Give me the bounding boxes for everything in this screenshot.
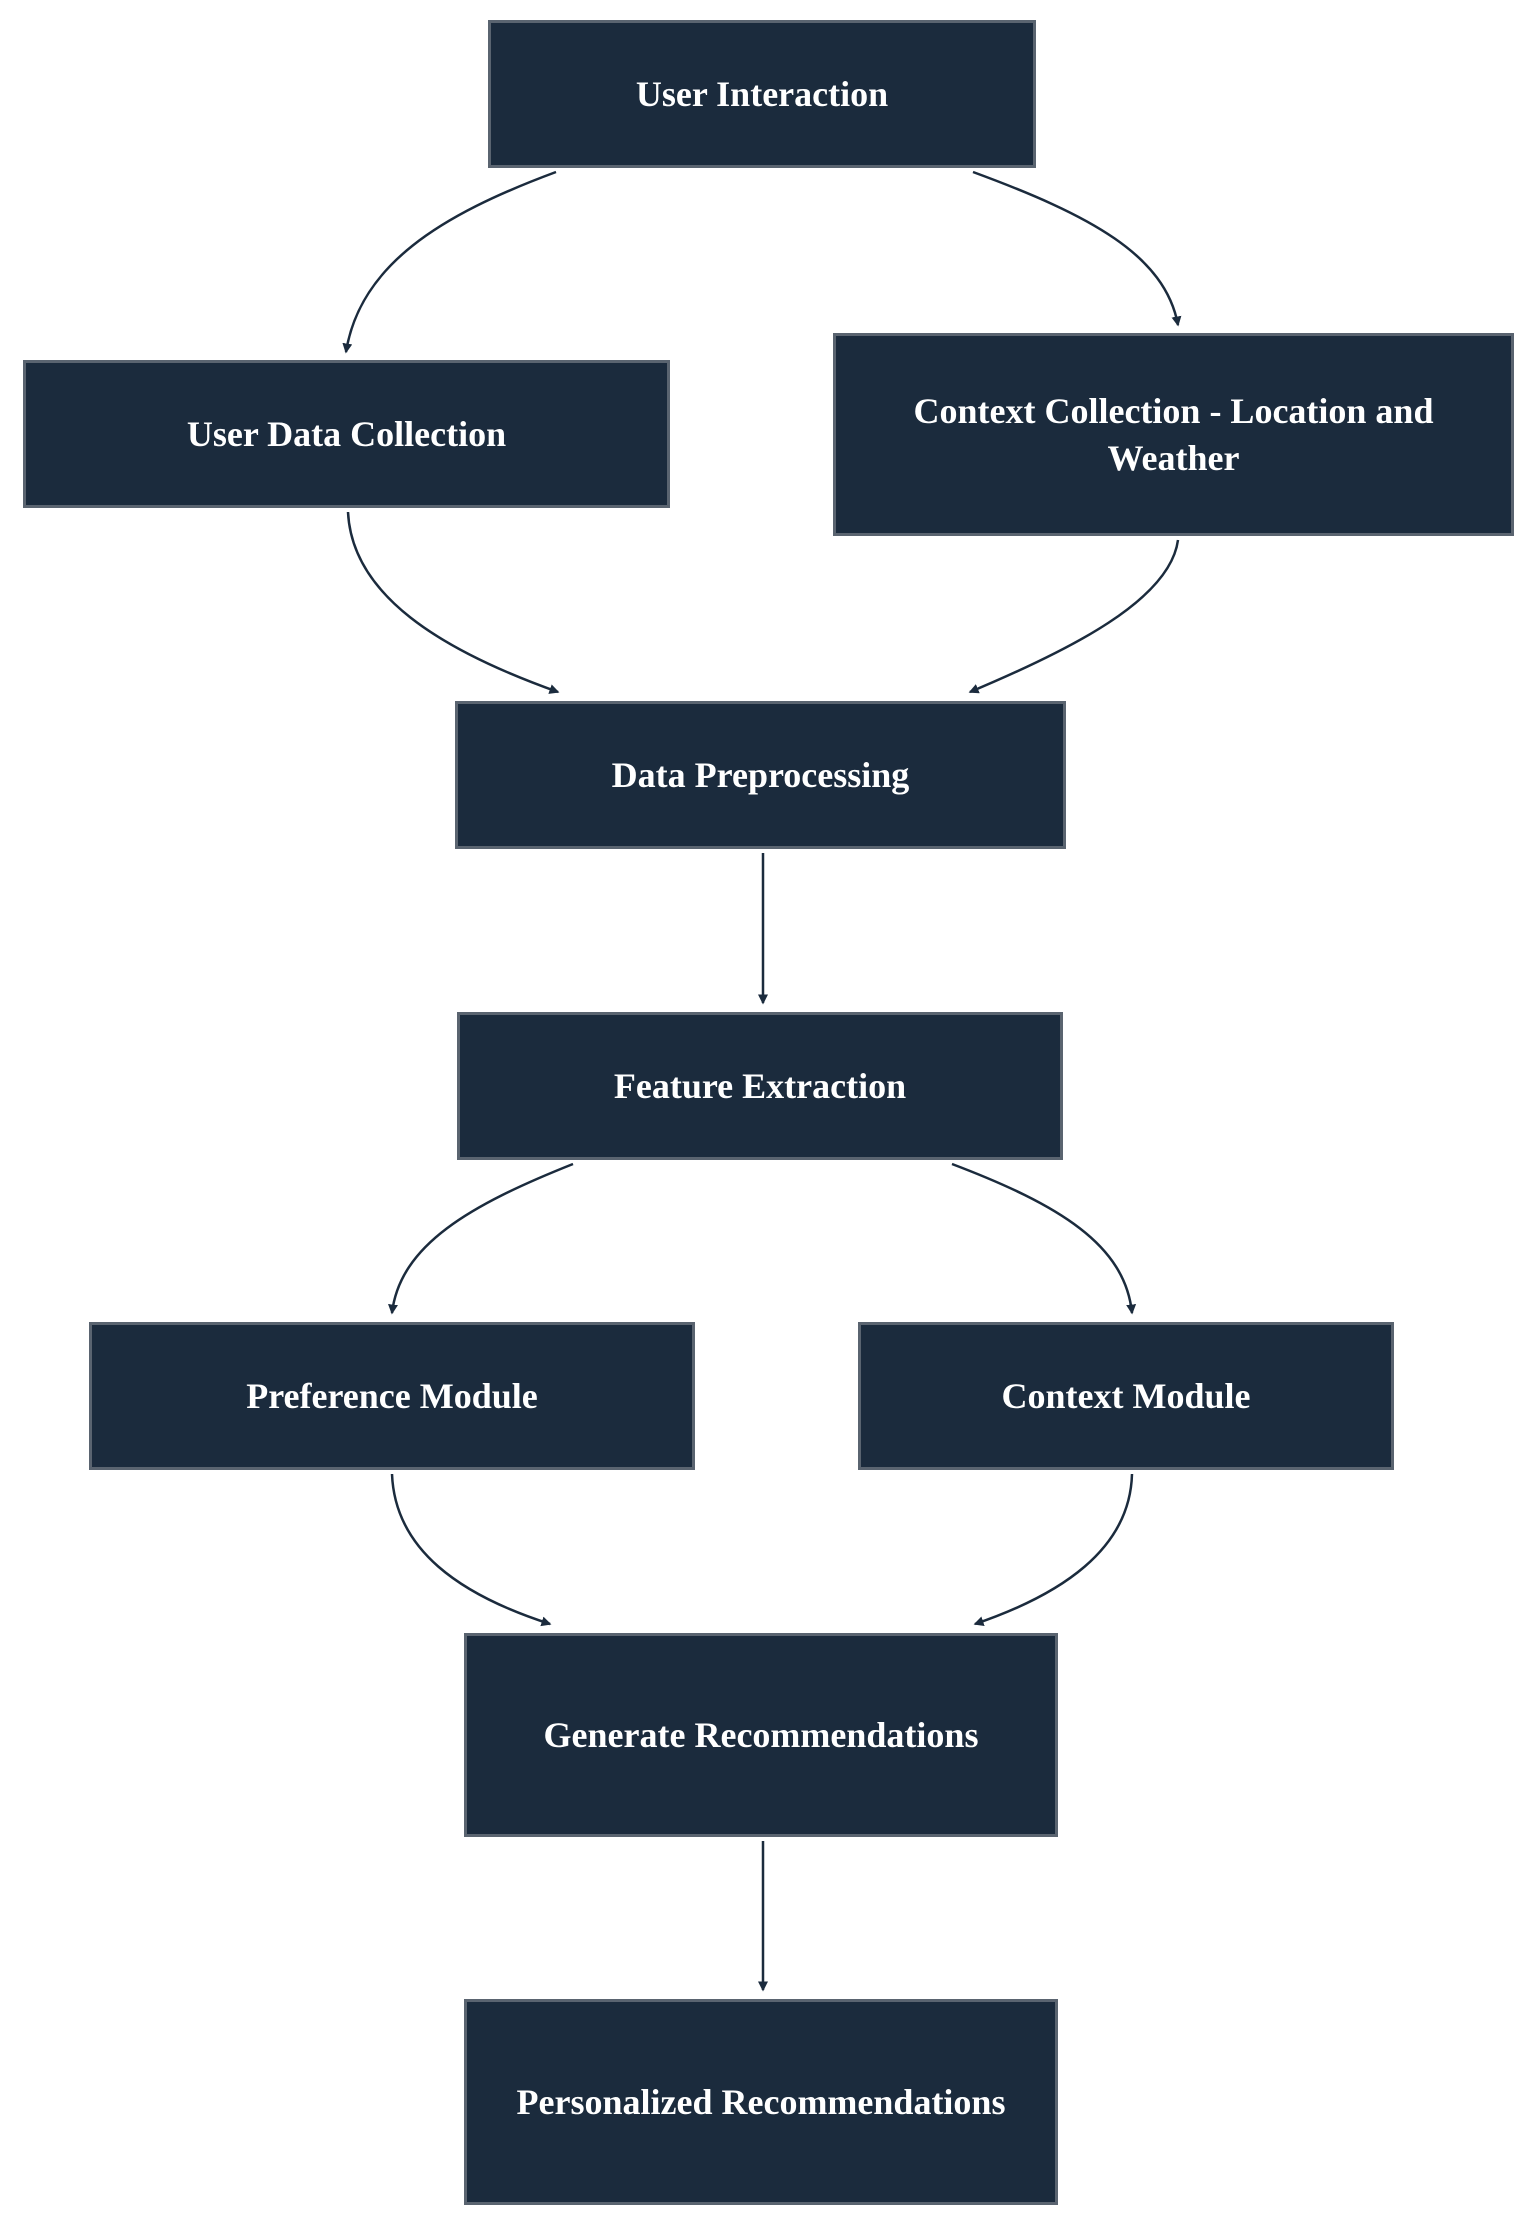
node-user-data-collection-label: User Data Collection: [186, 413, 507, 454]
node-data-preprocessing-label: Data Preprocessing: [611, 754, 910, 795]
edge-feature-extraction-to-preference-module: [388, 1162, 574, 1315]
edge-context-module-to-generate-recommendations: [973, 1473, 1134, 1626]
node-generate-recommendations: Generate Recommendations: [464, 1633, 1058, 1837]
edge-user-data-collection-to-data-preprocessing: [346, 511, 560, 694]
node-context-module: Context Module: [858, 1322, 1394, 1470]
node-context-collection-label: Context Collection - Location and Weathe…: [913, 390, 1434, 478]
node-user-interaction: User Interaction: [488, 20, 1036, 168]
edge-preference-module-to-generate-recommendations: [390, 1473, 552, 1627]
node-feature-extraction-label: Feature Extraction: [613, 1065, 907, 1106]
node-data-preprocessing: Data Preprocessing: [455, 701, 1066, 849]
edge-user-interaction-to-user-data-collection: [342, 170, 557, 354]
node-preference-module-label: Preference Module: [246, 1375, 538, 1416]
node-context-module-label: Context Module: [1001, 1375, 1251, 1416]
node-user-data-collection: User Data Collection: [23, 360, 670, 508]
node-personalized-recommendations: Personalized Recommendations: [464, 1999, 1058, 2205]
node-context-collection: Context Collection - Location and Weathe…: [833, 333, 1514, 536]
node-feature-extraction: Feature Extraction: [457, 1012, 1063, 1160]
node-preference-module: Preference Module: [89, 1322, 695, 1470]
node-personalized-recommendations-label: Personalized Recommendations: [516, 2081, 1006, 2122]
edge-feature-extraction-to-context-module: [951, 1162, 1137, 1315]
edge-user-interaction-to-context-collection: [972, 170, 1182, 327]
node-user-interaction-label: User Interaction: [635, 73, 889, 114]
node-generate-recommendations-label: Generate Recommendations: [543, 1714, 979, 1755]
edge-context-collection-to-data-preprocessing: [968, 539, 1180, 694]
